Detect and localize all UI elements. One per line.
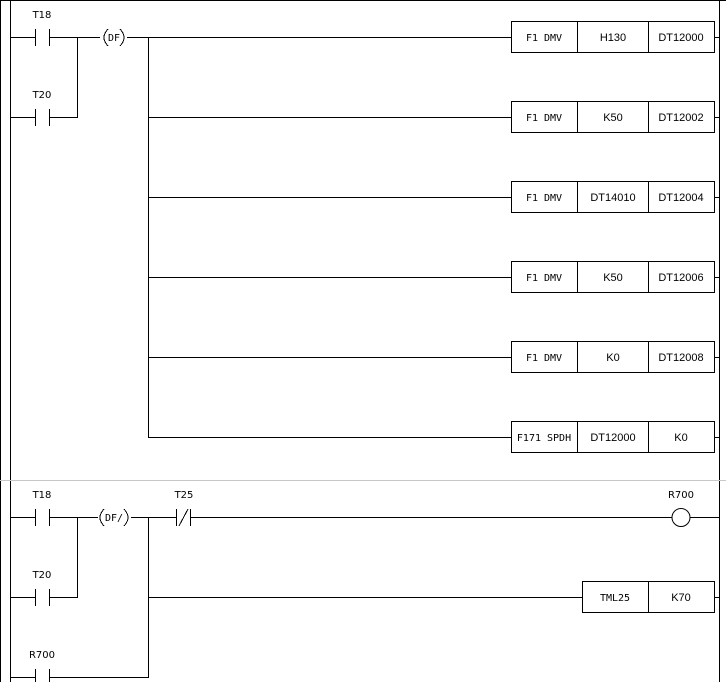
instruction-name: F1 DMV	[526, 353, 562, 364]
instruction-name: F1 DMV	[526, 273, 562, 284]
contact-label: T20	[32, 570, 52, 581]
coil-r700[interactable]: R700	[668, 490, 720, 527]
coil-label: R700	[668, 490, 694, 501]
operand-source: DT14010	[590, 192, 635, 204]
operand-dest: DT12006	[658, 272, 703, 284]
timer-name: TML25	[600, 593, 630, 604]
contact-label: T18	[32, 490, 52, 501]
operand-dest: DT12008	[658, 352, 703, 364]
rung-1[interactable]: T18 T20 DF	[10, 10, 720, 453]
operand-dest: DT12004	[658, 192, 703, 204]
df-pulse-instruction[interactable]: DF	[103, 28, 149, 47]
operand-source: DT12000	[590, 432, 635, 444]
operand-dest: DT12002	[658, 112, 703, 124]
branch-wires	[149, 37, 720, 438]
df-trailing-pulse-instruction[interactable]: DF/	[99, 508, 176, 527]
df-label: DF/	[105, 513, 123, 524]
contact-label: R700	[29, 650, 55, 661]
operand-dest: DT12000	[658, 32, 703, 44]
contact-t25-nc[interactable]: T25	[174, 490, 672, 527]
operand-source: K0	[606, 352, 619, 364]
contact-t20[interactable]: T20	[10, 37, 78, 126]
timer-tml25[interactable]: TML25 K70	[149, 581, 720, 613]
contact-r700[interactable]: R700	[10, 650, 149, 682]
instruction-dmv-1[interactable]: F1 DMV H130 DT12000	[511, 21, 715, 53]
operand-dest: K0	[674, 432, 687, 444]
operand-source: K50	[603, 112, 623, 124]
instruction-name: F171 SPDH	[517, 433, 571, 444]
df-label: DF	[108, 33, 120, 44]
timer-setting: K70	[671, 592, 691, 604]
contact-label: T25	[174, 490, 194, 501]
instruction-dmv-2[interactable]: F1 DMV K50 DT12002	[511, 101, 715, 133]
instruction-name: F1 DMV	[526, 33, 562, 44]
contact-label: T18	[32, 10, 52, 21]
instruction-dmv-5[interactable]: F1 DMV K0 DT12008	[511, 341, 715, 373]
contact-t20[interactable]: T20	[10, 517, 78, 606]
contact-t18[interactable]: T18	[10, 10, 100, 46]
rung-2[interactable]: T18 T20 DF/ R700	[10, 490, 720, 682]
instruction-name: F1 DMV	[526, 113, 562, 124]
instruction-dmv-3[interactable]: F1 DMV DT14010 DT12004	[511, 181, 715, 213]
contact-t18[interactable]: T18	[10, 490, 98, 526]
instruction-name: F1 DMV	[526, 193, 562, 204]
contact-label: T20	[32, 90, 52, 101]
instruction-spdh[interactable]: F171 SPDH DT12000 K0	[511, 421, 715, 453]
instruction-dmv-4[interactable]: F1 DMV K50 DT12006	[511, 261, 715, 293]
operand-source: K50	[603, 272, 623, 284]
operand-source: H130	[600, 32, 626, 44]
